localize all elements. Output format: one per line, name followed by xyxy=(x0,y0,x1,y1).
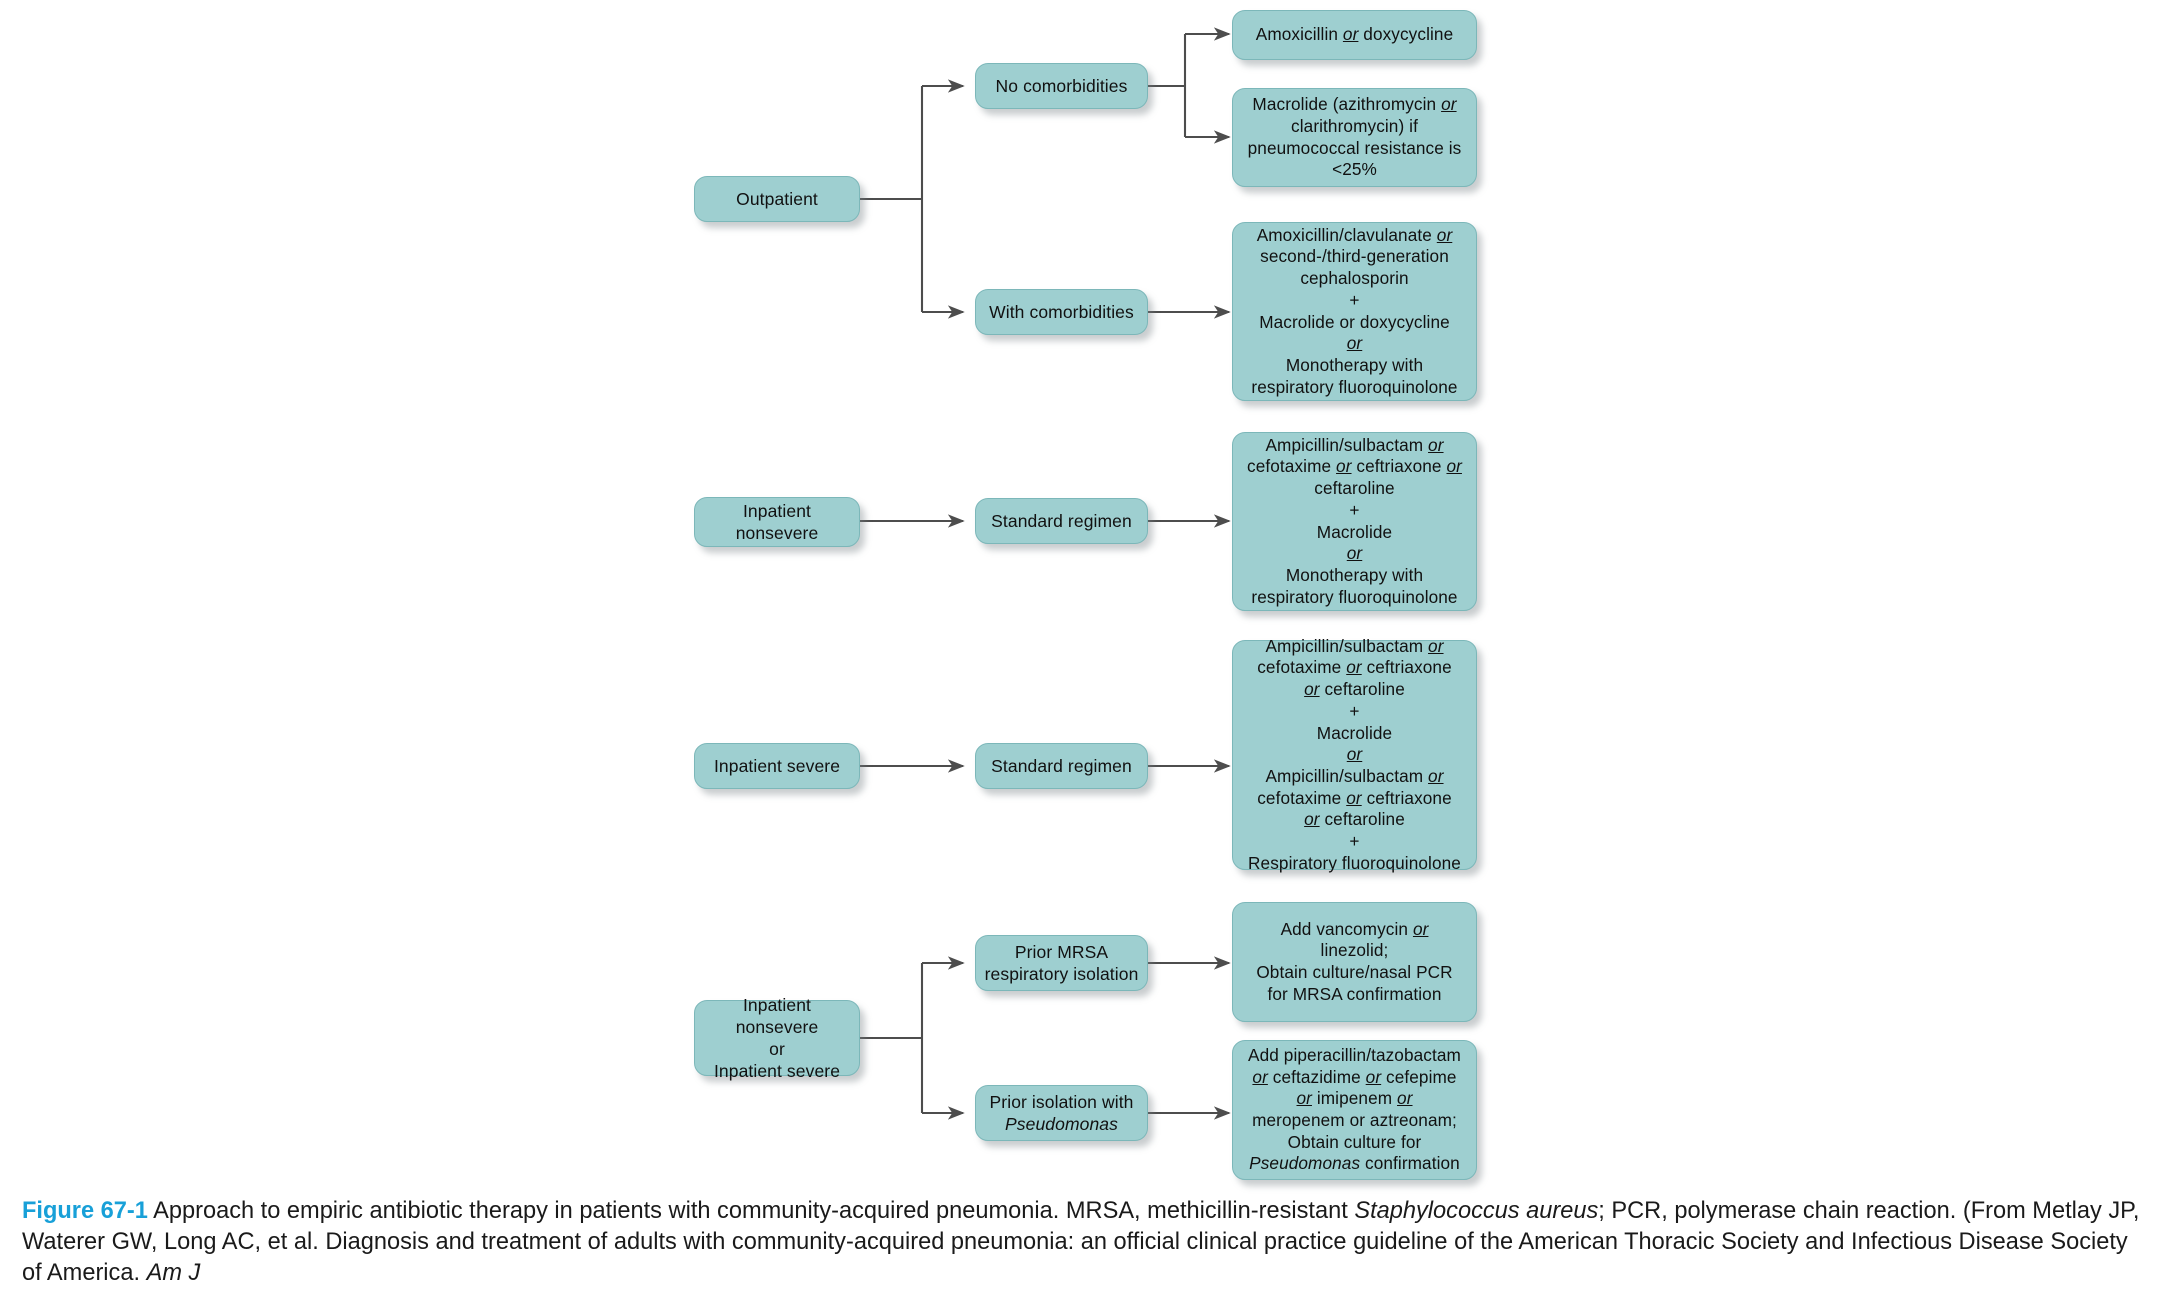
figure-number-label: Figure 67-1 xyxy=(22,1198,148,1224)
node-no-comorbidities[interactable]: No comorbidities xyxy=(975,63,1148,109)
node-outpatient[interactable]: Outpatient xyxy=(694,176,860,222)
connector-layer xyxy=(860,27,1231,1120)
node-therapy-mrsa[interactable]: Add vancomycin or linezolid; Obtain cult… xyxy=(1232,902,1477,1022)
node-no-comorbidities-label: No comorbidities xyxy=(995,75,1128,96)
node-inpatient-severe[interactable]: Inpatient severe xyxy=(694,743,860,789)
node-standard-regimen-nonsevere-label: Standard regimen xyxy=(991,510,1132,531)
node-prior-mrsa-isolation-label: Prior MRSA respiratory isolation xyxy=(984,941,1139,984)
node-therapy-macrolide-resistance-label: Macrolide (azithromycin or clarithromyci… xyxy=(1247,94,1462,180)
node-inpatient-nonsevere[interactable]: Inpatient nonsevere xyxy=(694,497,860,547)
node-therapy-inpatient-nonsevere-label: Ampicillin/sulbactam or cefotaxime or ce… xyxy=(1247,434,1462,607)
node-therapy-macrolide-resistance[interactable]: Macrolide (azithromycin or clarithromyci… xyxy=(1232,88,1477,187)
node-prior-mrsa-isolation[interactable]: Prior MRSA respiratory isolation xyxy=(975,935,1148,991)
node-standard-regimen-nonsevere[interactable]: Standard regimen xyxy=(975,498,1148,544)
node-therapy-inpatient-severe-label: Ampicillin/sulbactam or cefotaxime or ce… xyxy=(1248,635,1461,873)
node-therapy-inpatient-severe[interactable]: Ampicillin/sulbactam or cefotaxime or ce… xyxy=(1232,636,1477,873)
node-therapy-amoxicillin-doxycycline[interactable]: Amoxicillin or doxycycline xyxy=(1232,10,1477,60)
node-with-comorbidities[interactable]: With comorbidities xyxy=(975,289,1148,335)
node-therapy-amoxicillin-doxycycline-label: Amoxicillin or doxycycline xyxy=(1255,24,1454,45)
node-outpatient-label: Outpatient xyxy=(736,188,818,209)
node-therapy-inpatient-nonsevere[interactable]: Ampicillin/sulbactam or cefotaxime or ce… xyxy=(1232,432,1477,611)
node-inpatient-nonsevere-or-severe[interactable]: Inpatient nonsevere or Inpatient severe xyxy=(694,995,860,1081)
node-prior-pseudomonas-isolation-label: Prior isolation with Pseudomonas xyxy=(989,1091,1134,1134)
node-inpatient-nonsevere-or-severe-label: Inpatient nonsevere or Inpatient severe xyxy=(713,994,841,1082)
node-therapy-mrsa-label: Add vancomycin or linezolid; Obtain cult… xyxy=(1256,918,1453,1004)
node-prior-pseudomonas-isolation[interactable]: Prior isolation with Pseudomonas xyxy=(975,1085,1148,1141)
figure-caption: Figure 67-1 Approach to empiric antibiot… xyxy=(22,1196,2148,1289)
node-with-comorbidities-label: With comorbidities xyxy=(989,301,1134,322)
node-therapy-with-comorbidities-label: Amoxicillin/clavulanate or second-/third… xyxy=(1251,224,1458,397)
node-inpatient-nonsevere-label: Inpatient nonsevere xyxy=(735,500,819,543)
figure-canvas: Outpatient No comorbidities With comorbi… xyxy=(22,10,2139,1286)
figure-caption-text: Approach to empiric antibiotic therapy i… xyxy=(22,1198,2140,1286)
node-therapy-with-comorbidities[interactable]: Amoxicillin/clavulanate or second-/third… xyxy=(1232,222,1477,401)
node-standard-regimen-severe-label: Standard regimen xyxy=(991,755,1132,776)
node-standard-regimen-severe[interactable]: Standard regimen xyxy=(975,743,1148,789)
node-therapy-pseudomonas-label: Add piperacillin/tazobactam or ceftazidi… xyxy=(1248,1044,1461,1174)
node-inpatient-severe-label: Inpatient severe xyxy=(713,755,841,776)
node-therapy-pseudomonas[interactable]: Add piperacillin/tazobactam or ceftazidi… xyxy=(1232,1040,1477,1180)
